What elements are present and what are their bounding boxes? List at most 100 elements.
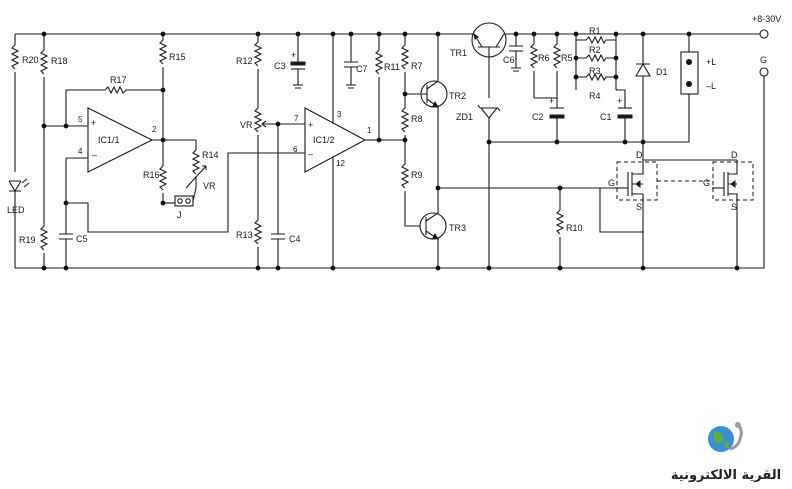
watermark-text: القرية الالكترونية xyxy=(670,468,782,483)
tr1-transistor: TR1 xyxy=(450,22,507,98)
d1-diode: D1 xyxy=(635,31,668,160)
ic1-2-minus: – xyxy=(308,149,313,159)
r11-label: R11 xyxy=(384,62,400,72)
c4-label: C4 xyxy=(289,234,301,244)
globe-logo-icon xyxy=(708,421,743,452)
c5-label: C5 xyxy=(76,234,88,244)
r1-label: R1 xyxy=(589,26,601,36)
r14-thermistor: R14 VR xyxy=(185,140,219,191)
r3-label: R3 xyxy=(589,66,601,76)
r11-resistor: R11 xyxy=(374,31,400,140)
c6-label: C6 xyxy=(503,55,515,65)
ground-rail: G xyxy=(15,55,769,269)
r5-label: R5 xyxy=(561,53,573,63)
c1-plus: + xyxy=(617,96,622,106)
r4-label: R4 xyxy=(589,91,601,101)
d1-label: D1 xyxy=(656,67,668,77)
c7-label: C7 xyxy=(356,64,368,74)
pin3-label: 3 xyxy=(337,110,342,119)
jumper-label: J xyxy=(177,210,182,220)
q2-drain-label: D xyxy=(731,150,738,160)
r19-label: R19 xyxy=(19,235,36,245)
r15-r16-chain: R15 R16 xyxy=(143,31,186,206)
led-branch: R20 LED xyxy=(7,34,39,268)
pin12-label: 12 xyxy=(336,159,345,168)
pin4-label: 4 xyxy=(78,147,83,156)
r2-label: R2 xyxy=(589,45,601,55)
q2-gate-label: G xyxy=(703,178,710,188)
pin7-label: 7 xyxy=(294,114,299,123)
r20-label: R20 xyxy=(22,55,39,65)
zd1-zener: ZD1 xyxy=(456,104,643,271)
tr2-transistor: TR2 xyxy=(420,31,466,188)
r6-resistor: R6 xyxy=(529,31,550,98)
r18-label: R18 xyxy=(51,56,68,66)
c2-capacitor: + C2 xyxy=(532,96,565,145)
tr3-transistor: TR3 xyxy=(419,185,466,271)
ic1-1-plus: + xyxy=(91,118,96,128)
r17-label: R17 xyxy=(110,75,127,85)
r6-label: R6 xyxy=(538,53,550,63)
c1-label: C1 xyxy=(600,112,612,122)
shunt-resistor-bank: R1 R2 R3 R4 xyxy=(573,26,619,101)
vr-label: VR xyxy=(203,181,216,191)
ic1-1-label: IC1/1 xyxy=(98,135,120,145)
tr2-label: TR2 xyxy=(449,91,466,101)
vr2-label: VR xyxy=(240,120,253,130)
jumper-j: J xyxy=(163,187,197,220)
q1-source-label: S xyxy=(636,202,642,212)
c2-plus: + xyxy=(549,96,554,106)
r5-resistor: R5 xyxy=(552,31,573,98)
led-label: LED xyxy=(7,205,25,215)
ic1-2-plus: + xyxy=(308,120,313,130)
q1-gate-label: G xyxy=(608,178,615,188)
c1-capacitor: + C1 xyxy=(600,89,633,145)
r17-feedback: R17 xyxy=(63,75,166,129)
c5-capacitor: C5 xyxy=(59,158,88,271)
ic1-1-minus: – xyxy=(92,150,97,160)
supply-voltage-label: +8-30V xyxy=(752,14,781,24)
c3-label: C3 xyxy=(274,61,286,71)
r12-label: R12 xyxy=(236,56,253,66)
ic1-2-label: IC1/2 xyxy=(313,135,335,145)
gate-drive-bus: R10 xyxy=(438,185,612,271)
pin2-label: 2 xyxy=(152,125,157,134)
r18-r19-divider: R18 R19 xyxy=(19,31,68,271)
inter-stage-wire xyxy=(66,152,305,233)
tr3-label: TR3 xyxy=(449,223,466,233)
r13-label: R13 xyxy=(236,230,253,240)
load-minus-label: –L xyxy=(706,81,716,91)
c2-label: C2 xyxy=(532,112,544,122)
mosfet-q1: D G S xyxy=(599,150,658,271)
ground-label: G xyxy=(760,55,767,65)
c3-plus: + xyxy=(291,50,296,60)
zd1-label: ZD1 xyxy=(456,112,473,122)
q1-drain-label: D xyxy=(636,150,643,160)
watermark-logo: القرية الالكترونية xyxy=(666,413,786,483)
c6-capacitor: C6 xyxy=(503,31,523,72)
c4-capacitor: C4 xyxy=(268,121,301,271)
r7-label: R7 xyxy=(411,61,423,71)
ic1-2-opamp: IC1/2 + – 7 6 3 1 12 xyxy=(278,31,382,271)
r10-label: R10 xyxy=(566,223,583,233)
pin1-label: 1 xyxy=(367,126,372,135)
mosfet-q2: D G S xyxy=(643,150,754,271)
q2-source-label: S xyxy=(731,202,737,212)
r9-label: R9 xyxy=(411,170,423,180)
load-connector: +L –L xyxy=(643,31,716,143)
pin6-label: 6 xyxy=(293,145,298,154)
ic1-1-opamp: IC1/1 + – 5 4 2 xyxy=(44,107,196,173)
supply-rail-positive: +8-30V xyxy=(15,14,781,39)
r14-label: R14 xyxy=(202,150,219,160)
load-plus-label: +L xyxy=(706,57,716,67)
r12-vr-r13-chain: R12 VR R13 xyxy=(236,31,268,271)
r8-label: R8 xyxy=(411,114,423,124)
c3-capacitor: + C3 xyxy=(274,31,306,89)
r7-r8-r9-chain: R7 R8 R9 xyxy=(379,31,425,227)
r15-label: R15 xyxy=(169,52,186,62)
r16-label: R16 xyxy=(143,170,160,180)
tr1-label: TR1 xyxy=(450,48,467,58)
pin5-label: 5 xyxy=(78,115,83,124)
c7-capacitor: C7 xyxy=(344,31,368,89)
